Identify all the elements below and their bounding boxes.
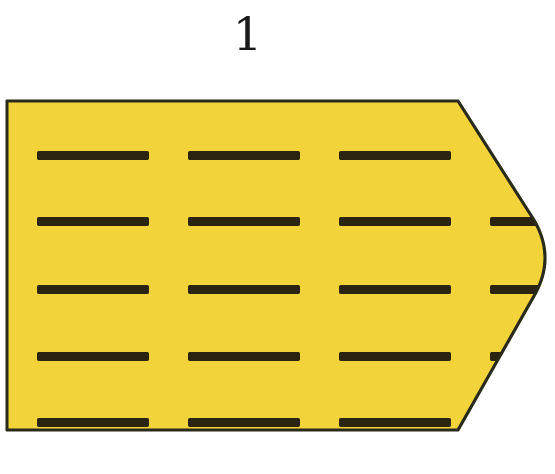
dash-r2-c3 (339, 217, 451, 226)
dash-r3-c1 (37, 285, 149, 294)
dash-r5-c3 (339, 418, 451, 427)
panel-outline (5, 99, 547, 432)
dash-r5-c1 (37, 418, 149, 427)
dash-r4-c1 (37, 352, 149, 361)
dash-r3-c2 (188, 285, 300, 294)
panel-shape (5, 99, 547, 432)
dash-r1-c1 (37, 151, 149, 160)
dash-r1-c3 (339, 151, 451, 160)
dash-r4-c3 (339, 352, 451, 361)
dash-r3-c3 (339, 285, 451, 294)
dash-r3-c4 (490, 285, 545, 294)
dash-r2-c2 (188, 217, 300, 226)
dash-r1-c2 (188, 151, 300, 160)
dash-r4-c2 (188, 352, 300, 361)
dash-r2-c1 (37, 217, 149, 226)
figure-number-label: 1 (232, 7, 263, 61)
dash-r5-c2 (188, 418, 300, 427)
dash-r2-c4 (490, 217, 545, 226)
